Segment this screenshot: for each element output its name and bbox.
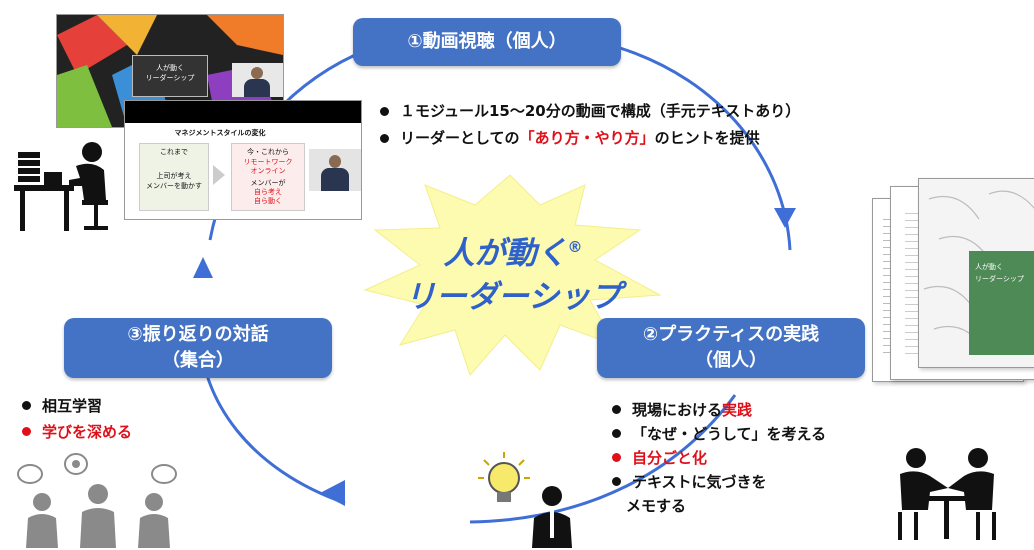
step2-label-line2: （個人） [695, 350, 767, 371]
center-title: 人が動く® リーダーシップ [378, 225, 648, 319]
step1-bullet-1: １モジュール15～20分の動画で構成（手元テキストあり） [378, 98, 800, 125]
slide2-left-body-2: メンバーを動かす [146, 182, 202, 190]
step2-bullet-1-pre: 現場における [632, 401, 723, 419]
slide1-title-box: 人が動く リーダーシップ [132, 55, 208, 97]
step2-bullet-4-line1: テキストに気づきを [632, 473, 767, 491]
slide2-left-head: これまで [160, 148, 188, 156]
step2-bullets: 現場における実践 「なぜ・どうして」を考える 自分ごと化 テキストに気づきを [610, 398, 826, 494]
step1-bullet-2-pre: リーダーとしての [400, 129, 520, 147]
step3-bullets: 相互学習 学びを深める [20, 393, 132, 445]
center-title-line1: 人が動く [443, 235, 568, 272]
step1-label: ①動画視聴（個人） [353, 18, 621, 66]
thinking-person-icon [532, 486, 572, 548]
arrowhead-right [774, 208, 796, 228]
slide2-right-sub1: リモートワーク [243, 158, 293, 166]
booklet-cover-panel: 人が動く リーダーシップ [969, 251, 1034, 355]
presenter-body-icon [244, 79, 270, 97]
step1-label-text: ①動画視聴（個人） [407, 31, 567, 52]
slide2-left-body-1: 上司が考え [156, 172, 192, 180]
slide2-right-body-2: 自ら考え [254, 188, 282, 196]
step1-bullets: １モジュール15～20分の動画で構成（手元テキストあり） リーダーとしての「あり… [378, 98, 800, 152]
presenter-head-icon [329, 155, 341, 168]
presenter-body-icon [321, 168, 349, 191]
step3-bullet-1-text: 相互学習 [42, 397, 103, 415]
step2-bullet-1: 現場における実践 [610, 398, 826, 422]
video-screenshot-slide: マネジメントスタイルの変化 これまで 上司が考え メンバーを動かす 今・これから… [124, 100, 362, 220]
slide1-title-line1: 人が動く [156, 64, 184, 72]
step2-bullet-2-text: 「なぜ・どうして」を考える [632, 425, 827, 443]
slide2-right-body-3: 自ら動く [254, 197, 282, 205]
step1-bullet-2-post: のヒントを提供 [654, 129, 760, 147]
step3-bullet-2-highlight: 学びを深める [42, 423, 133, 441]
slide2-arrow [213, 165, 225, 185]
booklet-title-line1: 人が動く [975, 263, 1003, 271]
step2-label-line1: ②プラクティスの実践 [642, 324, 820, 345]
person-at-desk-icon [14, 142, 108, 231]
step2-bullet-1-highlight: 実践 [722, 401, 753, 419]
step3-label-line2: （集合） [162, 350, 234, 371]
cycle-arc [198, 46, 792, 524]
idea-icon [72, 460, 80, 468]
step2-label: ②プラクティスの実践 （個人） [597, 318, 865, 378]
step2-bullet-3-highlight: 自分ごと化 [632, 449, 708, 467]
registered-mark: ® [567, 238, 583, 256]
slide2-right-body-1: メンバーが [250, 179, 286, 187]
slide1-title-line2: リーダーシップ [145, 74, 195, 82]
slide2-right-sub2: オンライン [250, 167, 286, 175]
presenter-head-icon [251, 67, 263, 79]
slide2-left-box: これまで 上司が考え メンバーを動かす [139, 143, 209, 211]
presenter-video-2 [309, 149, 361, 191]
slide2-title: マネジメントスタイルの変化 [174, 129, 266, 137]
arrowhead-left [193, 257, 213, 278]
starburst-shape [363, 174, 662, 376]
slide2-top-bar [125, 101, 361, 123]
slide2-right-head: 今・これから [247, 148, 289, 156]
step3-bullet-2: 学びを深める [20, 419, 132, 445]
group-dialogue-icon [17, 453, 177, 548]
slide2-right-box: 今・これから リモートワーク オンライン メンバーが 自ら考え 自ら動く [231, 143, 305, 211]
lightbulb-thinking-person-icon [478, 452, 572, 548]
step2-bullet-3: 自分ごと化 [610, 446, 826, 470]
step3-bullet-1: 相互学習 [20, 393, 132, 419]
booklet-title-line2: リーダーシップ [975, 275, 1024, 283]
arrowhead-bottom [320, 480, 345, 506]
lightbulb-icon [478, 452, 530, 502]
meeting-people-icon [898, 448, 996, 540]
text-booklet-front: 人が動く リーダーシップ [918, 178, 1034, 368]
presenter-video-1 [232, 63, 283, 97]
step1-bullet-2: リーダーとしての「あり方・やり方」のヒントを提供 [378, 125, 800, 152]
step1-bullet-1-text: １モジュール15～20分の動画で構成（手元テキストあり） [400, 102, 801, 120]
step2-bullet-2: 「なぜ・どうして」を考える [610, 422, 826, 446]
step2-bullet-4: テキストに気づきを [610, 470, 826, 494]
step3-label: ③振り返りの対話 （集合） [64, 318, 332, 378]
step1-bullet-2-highlight: 「あり方・やり方」 [519, 129, 655, 147]
step2-bullet-4-line2: メモする [626, 497, 687, 515]
center-title-line2: リーダーシップ [404, 279, 622, 316]
step3-label-line1: ③振り返りの対話 [127, 324, 269, 345]
